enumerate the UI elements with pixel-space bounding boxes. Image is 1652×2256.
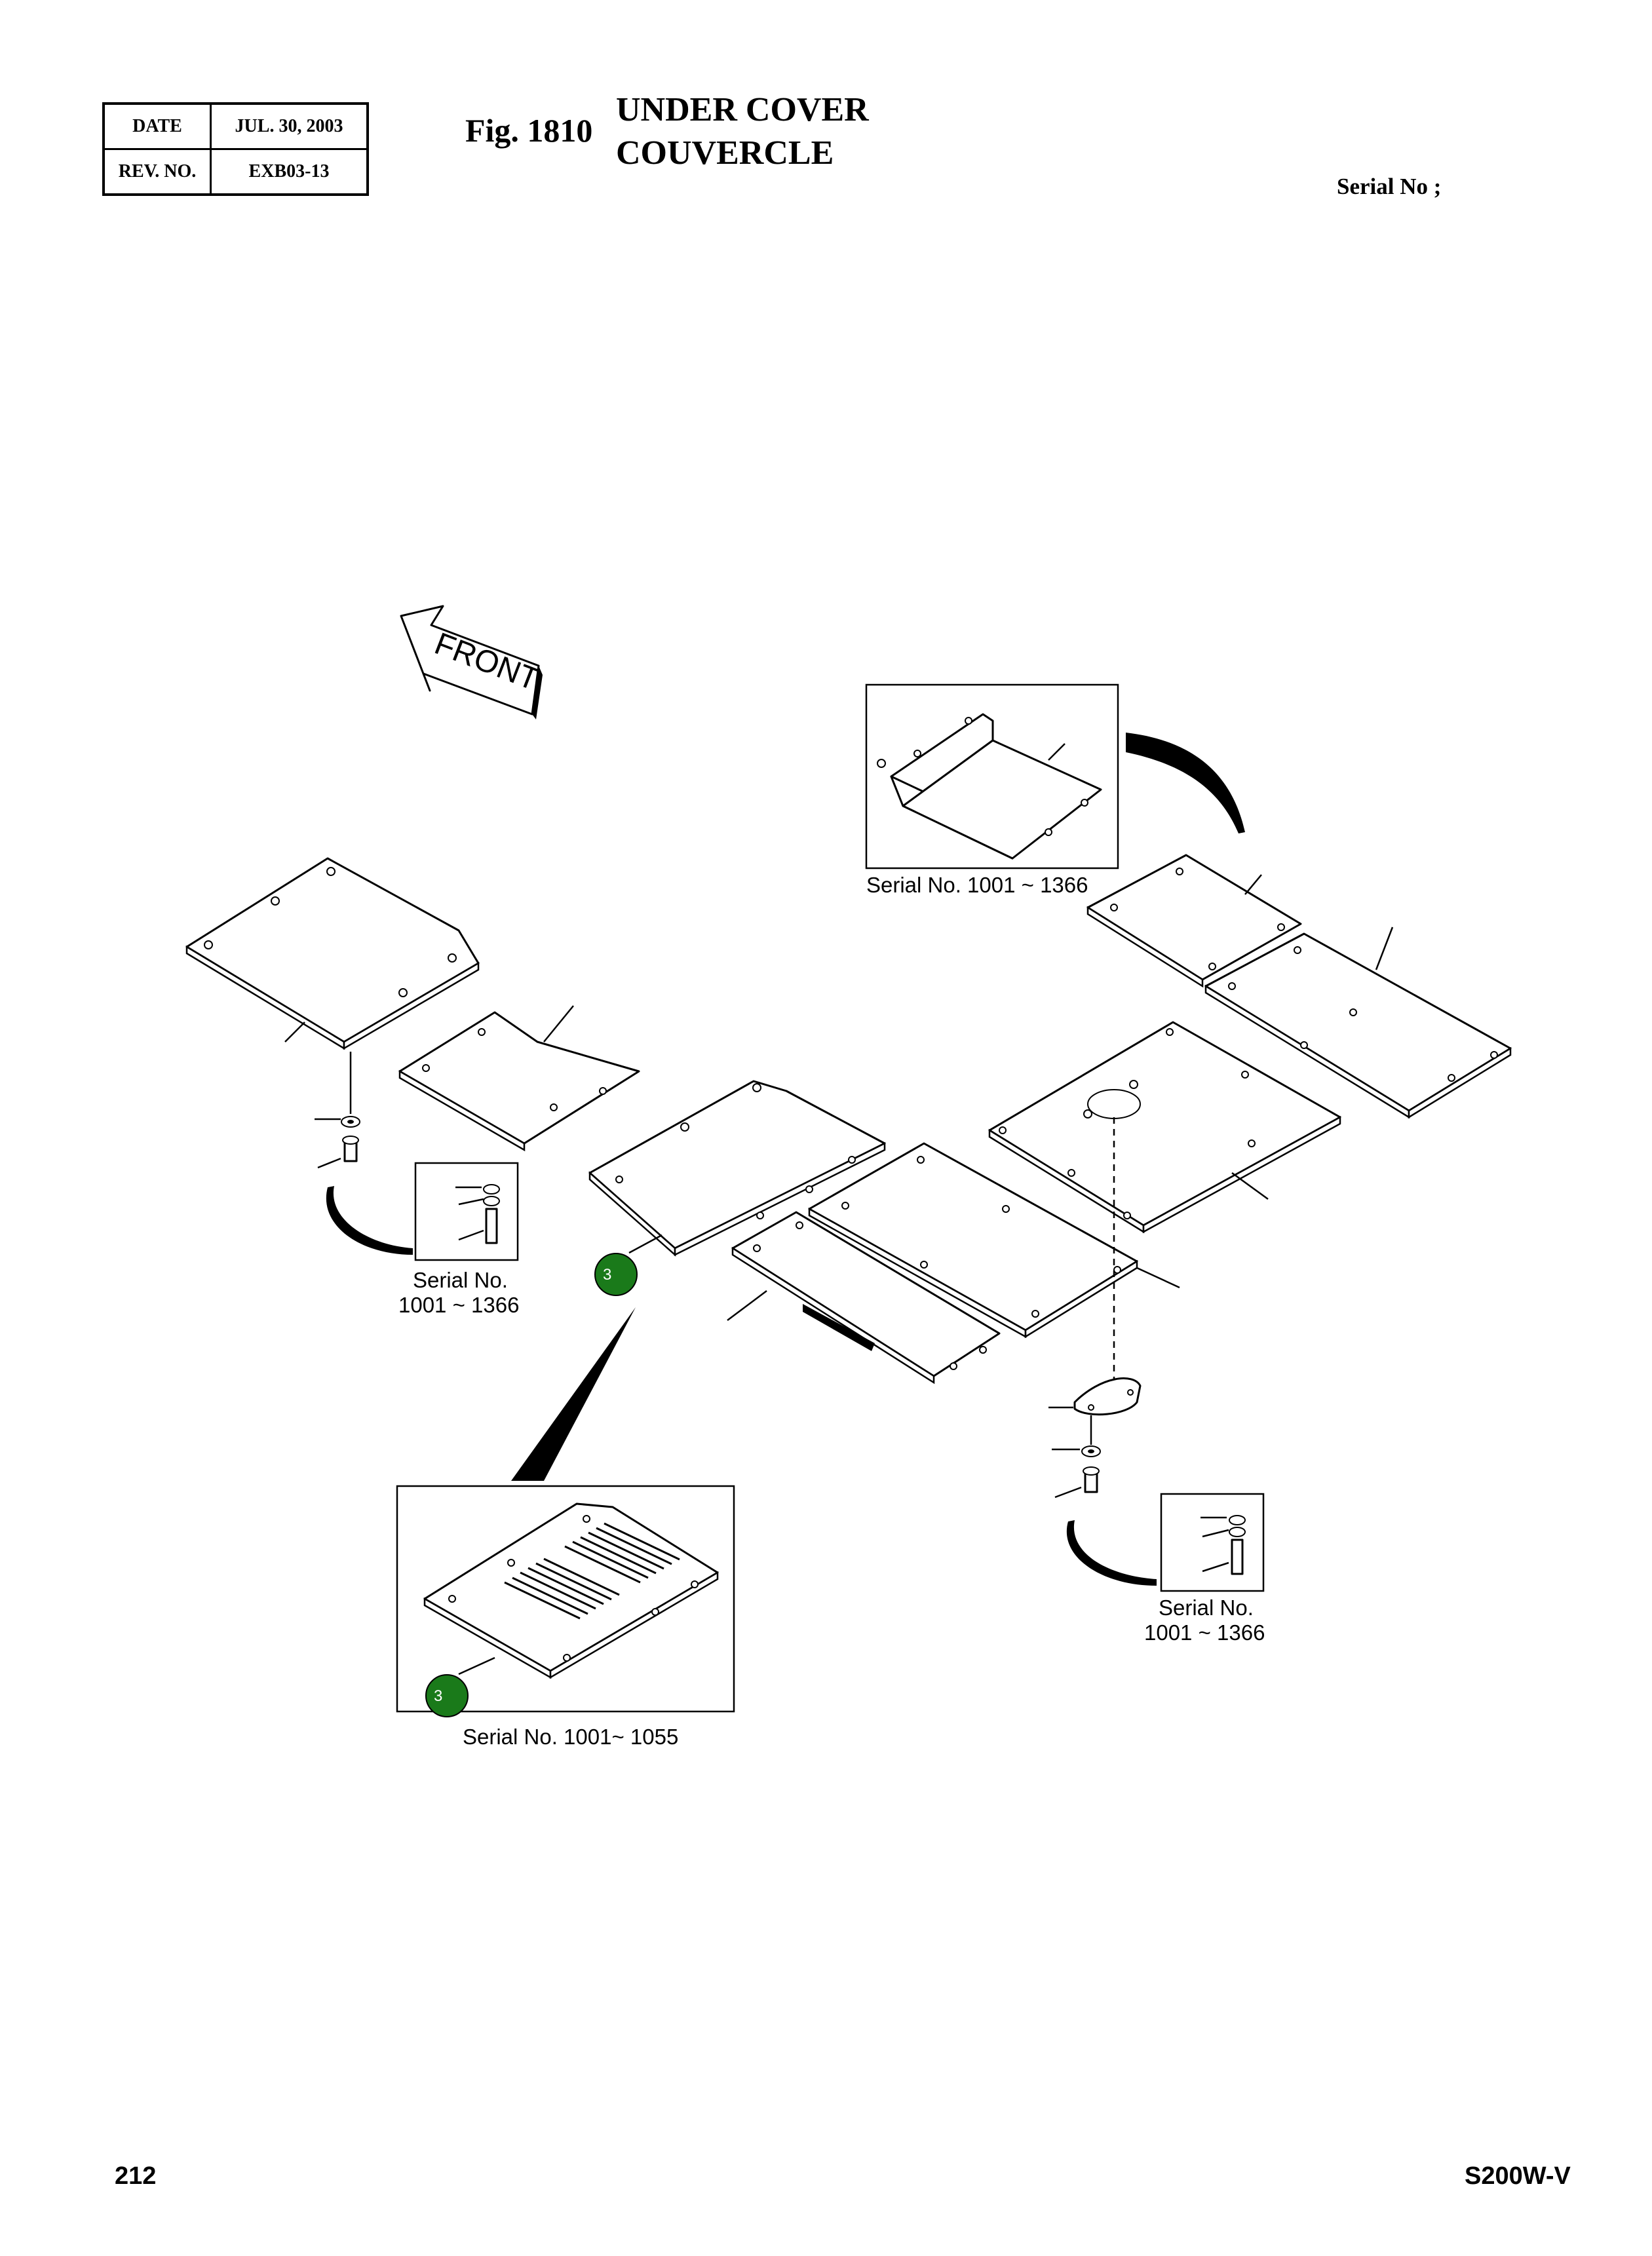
bolt-left: [315, 1116, 360, 1169]
serial-heading: Serial No ;: [1337, 174, 1442, 199]
cover-plate-right-upper-small: [1086, 854, 1302, 988]
figure-title-fr: COUVERCLE: [616, 134, 834, 172]
model-name: S200W-V: [1465, 2162, 1571, 2190]
cover-plate-center-upper: [588, 1080, 886, 1257]
cover-plate-right-long: [1204, 927, 1512, 1119]
inset-bottom: 3 Serial No. 1001~ 1055: [396, 1485, 735, 1749]
date-value: JUL. 30, 2003: [210, 102, 369, 150]
inset-left-serial-line2: 1001 ~ 1366: [398, 1293, 519, 1317]
date-label: DATE: [102, 102, 212, 150]
pointer-left: [326, 1186, 413, 1255]
inset-top-right: Serial No. 1001 ~ 1366: [865, 683, 1119, 897]
pointer-right: [1066, 1520, 1157, 1586]
inset-left-serial-line1: Serial No.: [413, 1268, 508, 1292]
figure-title-en: UNDER COVER: [616, 91, 869, 128]
inset-left: Serial No. 1001 ~ 1366: [398, 1162, 519, 1317]
callout-badge-inset: 3: [425, 1674, 469, 1717]
inset-right-serial-line1: Serial No.: [1159, 1596, 1254, 1620]
rev-label: REV. NO.: [102, 148, 212, 196]
cover-plate-center-long: [808, 1142, 1180, 1339]
inspection-cap-right: [1048, 1377, 1142, 1416]
figure-number: Fig. 1810: [465, 112, 593, 149]
callout-inset-number: 3: [434, 1687, 442, 1705]
rev-value: EXB03-13: [210, 148, 369, 196]
inset-right: Serial No. 1001 ~ 1366: [1144, 1493, 1265, 1645]
callout-badge-main: 3: [594, 1253, 638, 1296]
louvered-cover-part: [423, 1502, 719, 1679]
bracket-cover-part: [877, 713, 1102, 860]
cover-plate-left-middle: [398, 1005, 640, 1152]
callout-main-number: 3: [603, 1266, 611, 1284]
bolt-right: [1052, 1415, 1101, 1499]
page-number: 212: [115, 2162, 157, 2190]
inset-bottom-serial: Serial No. 1001~ 1055: [463, 1725, 678, 1749]
pointer-top-right: [1126, 733, 1245, 833]
inset-top-right-serial: Serial No. 1001 ~ 1366: [866, 873, 1088, 897]
front-arrow-icon: FRONT: [400, 605, 543, 719]
cover-plate-left-upper: [185, 857, 480, 1114]
pointer-to-bottom-inset: [511, 1307, 636, 1481]
cover-plate-center-lower: [727, 1211, 1001, 1385]
revision-table: DATE JUL. 30, 2003 REV. NO. EXB03-13: [102, 102, 369, 196]
inset-right-serial-line2: 1001 ~ 1366: [1144, 1620, 1265, 1645]
cover-plate-right-center: [988, 1021, 1341, 1392]
